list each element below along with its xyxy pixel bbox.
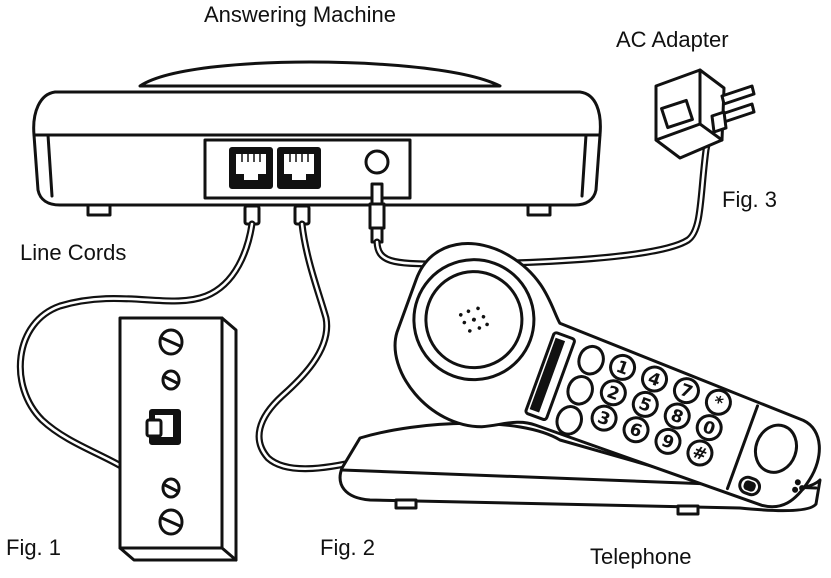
keypad-key: 6 bbox=[622, 416, 650, 444]
keypad-key: 4 bbox=[641, 365, 669, 393]
keypad-key: 2 bbox=[599, 379, 627, 407]
fig3-label: Fig. 3 bbox=[722, 187, 778, 212]
keypad-key: 3 bbox=[590, 404, 618, 432]
power-cord bbox=[368, 114, 716, 268]
screw-icon bbox=[161, 477, 181, 499]
soft-button bbox=[555, 405, 583, 436]
keypad-key: 7 bbox=[672, 377, 700, 405]
line-jack-2 bbox=[277, 147, 321, 189]
keypad-key: * bbox=[704, 388, 732, 416]
telephone-label: Telephone bbox=[590, 544, 692, 569]
keypad-key: 8 bbox=[663, 402, 691, 430]
fig1-label: Fig. 1 bbox=[6, 535, 62, 560]
line-cord-2 bbox=[255, 204, 376, 473]
screw-icon bbox=[158, 508, 184, 536]
fig2-label: Fig. 2 bbox=[320, 535, 376, 560]
speaker-grille bbox=[458, 306, 489, 333]
line-jack-1 bbox=[229, 147, 273, 189]
soft-button bbox=[566, 374, 594, 406]
power-jack bbox=[364, 149, 390, 175]
keypad-key-label: # bbox=[689, 442, 709, 466]
keypad-key: 5 bbox=[631, 390, 659, 418]
answering-machine bbox=[32, 60, 602, 217]
wall-plate bbox=[118, 316, 238, 562]
talk-button bbox=[753, 423, 798, 474]
line-cords-label: Line Cords bbox=[20, 240, 127, 265]
screw-icon bbox=[158, 328, 184, 356]
ac-adapter-label: AC Adapter bbox=[616, 27, 729, 52]
keypad-key: # bbox=[686, 439, 714, 467]
ac-adapter bbox=[654, 68, 756, 160]
keypad-key: 1 bbox=[609, 353, 637, 381]
soft-button bbox=[577, 344, 605, 376]
keypad-key: 0 bbox=[695, 414, 723, 442]
answering-machine-label: Answering Machine bbox=[204, 2, 396, 27]
keypad-key: 9 bbox=[654, 427, 682, 455]
wall-jack bbox=[145, 409, 181, 445]
screw-icon bbox=[161, 369, 181, 391]
